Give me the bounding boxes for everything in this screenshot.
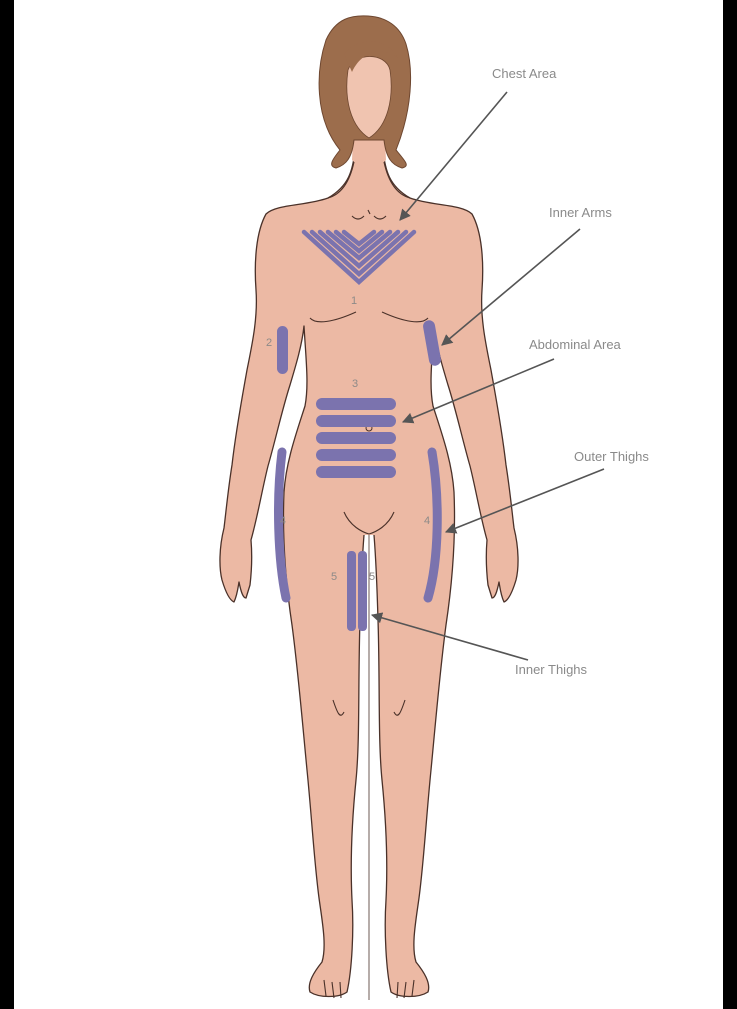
diagram-canvas: 1 2 3 4 4 5 5 Chest Area Inner Arms Abdo…	[14, 0, 723, 1009]
zone-number-outer-thigh-right: 4	[424, 515, 430, 527]
label-inner-arms: Inner Arms	[549, 205, 612, 220]
label-inner-thighs: Inner Thighs	[515, 662, 587, 677]
body-figure: 1 2 3 4 4 5 5	[14, 0, 723, 1009]
label-chest-area: Chest Area	[492, 66, 556, 81]
zone-number-inner-thigh-left: 5	[331, 571, 337, 583]
arrow-outer-thighs	[446, 469, 604, 532]
label-outer-thighs: Outer Thighs	[574, 449, 649, 464]
zone-number-outer-thigh-left: 4	[280, 515, 286, 527]
label-abdominal-area: Abdominal Area	[529, 337, 621, 352]
zone-number-inner-thigh-right: 5	[369, 571, 375, 583]
zone-number-chest: 1	[351, 295, 357, 307]
zone-number-arm: 2	[266, 337, 272, 349]
inner-thigh-zone-left	[347, 551, 356, 631]
abdominal-zone	[316, 398, 396, 478]
zone-number-abdomen: 3	[352, 378, 358, 390]
inner-thigh-zone-right	[358, 551, 367, 631]
arrow-chest	[400, 92, 507, 220]
arm-zone-left	[277, 326, 288, 374]
